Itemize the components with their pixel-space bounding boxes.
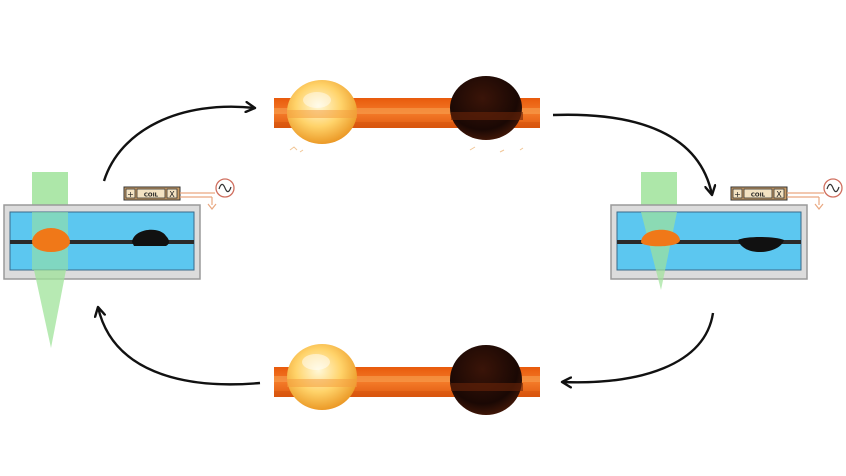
hot-droplet bbox=[287, 344, 357, 410]
top-photo-panel bbox=[274, 76, 540, 153]
left-coil-control: + COIL X bbox=[123, 178, 235, 210]
hot-droplet bbox=[32, 228, 70, 252]
coil-label: COIL bbox=[751, 193, 766, 199]
plus-symbol: + bbox=[127, 190, 134, 199]
arrow-bottom-to-left bbox=[98, 307, 261, 386]
left-cell bbox=[3, 172, 201, 348]
arrow-right-to-bottom bbox=[562, 312, 715, 382]
right-cell bbox=[610, 172, 808, 290]
x-symbol: X bbox=[169, 190, 175, 199]
hot-droplet bbox=[641, 229, 680, 247]
coil-label: COIL bbox=[144, 193, 159, 199]
dark-droplet bbox=[450, 345, 522, 415]
arrow-top-to-right bbox=[552, 113, 712, 195]
dark-droplet bbox=[738, 237, 784, 253]
right-coil-control: + COIL X bbox=[730, 178, 843, 210]
plus-symbol: + bbox=[734, 190, 741, 199]
ac-source-icon bbox=[823, 178, 843, 198]
ac-source-icon bbox=[215, 178, 235, 198]
laser-cone bbox=[34, 270, 66, 348]
arrow-left-to-top bbox=[102, 107, 255, 182]
x-symbol: X bbox=[776, 190, 782, 199]
bottom-photo-panel bbox=[274, 344, 540, 415]
dark-droplet bbox=[132, 229, 169, 246]
dark-droplet bbox=[450, 76, 522, 140]
